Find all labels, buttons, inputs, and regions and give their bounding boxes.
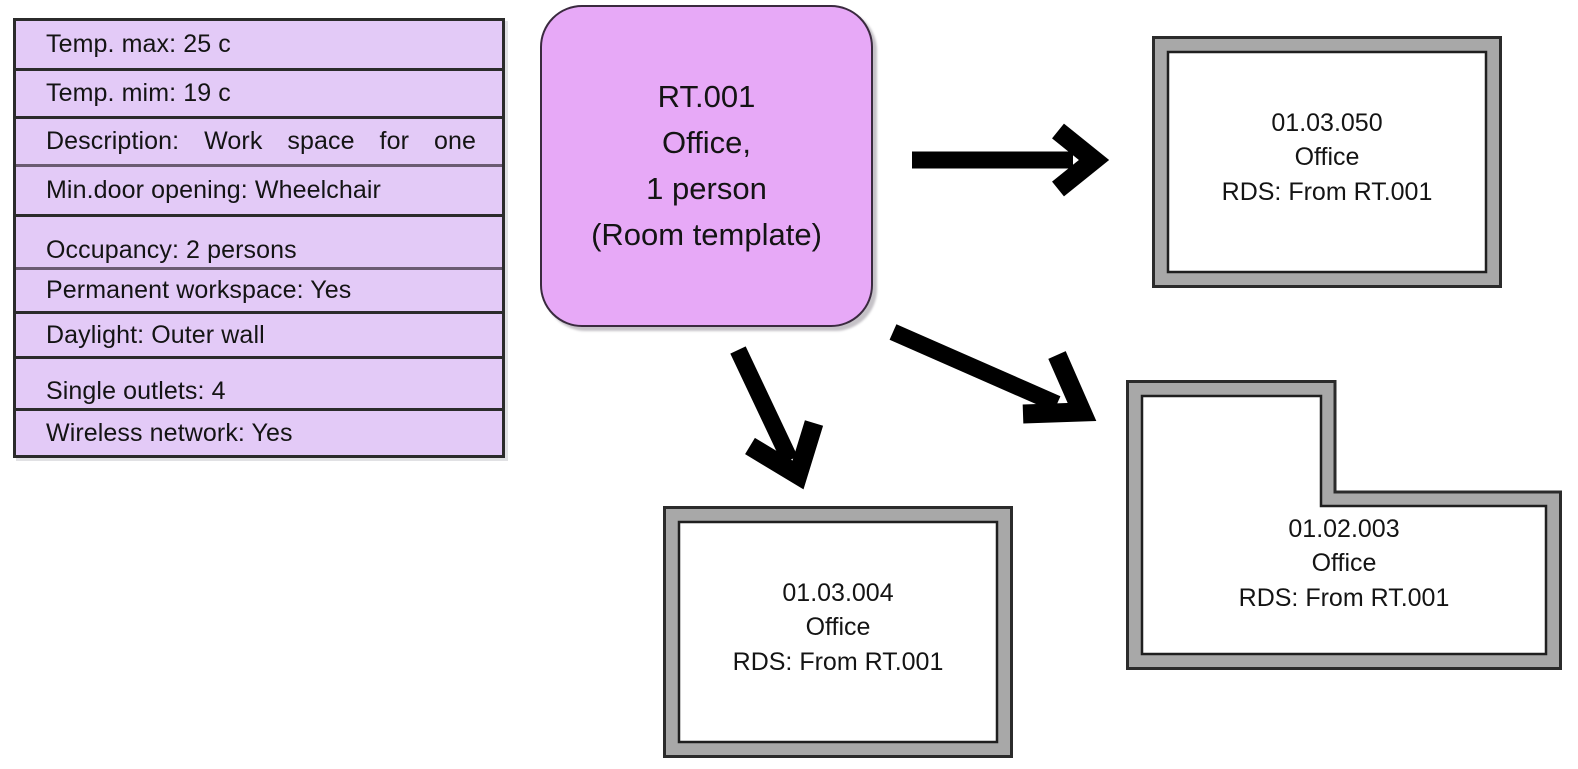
template-line-id: RT.001 (657, 79, 756, 115)
property-row-temp-max: Temp. max: 25 c (16, 21, 502, 71)
room-01-03-004[interactable]: 01.03.004 Office RDS: From RT.001 (663, 506, 1013, 758)
arrow-down-right-icon (889, 324, 1061, 412)
property-row-description: Description: Work space for one (16, 119, 502, 167)
arrow-down-icon (730, 346, 798, 464)
room-interior (1166, 50, 1488, 274)
property-row-min-door-opening: Min.door opening: Wheelchair (16, 167, 502, 217)
property-label: Single outlets: 4 (46, 377, 226, 405)
property-row-occupancy: Occupancy: 2 persons (16, 217, 502, 270)
template-line-kind: (Room template) (591, 216, 822, 252)
property-row-permanent-workspace: Permanent workspace: Yes (16, 270, 502, 314)
property-label: Temp. mim: 19 c (46, 79, 231, 107)
room-template-property-table: Temp. max: 25 c Temp. mim: 19 c Descript… (13, 18, 505, 458)
property-label: Description: Work space for one (46, 127, 476, 155)
arrow-to-01-02-003 (885, 322, 1100, 432)
room-01-02-003[interactable]: 01.02.003 Office RDS: From RT.001 (1126, 380, 1562, 670)
room-template-box[interactable]: RT.001 Office, 1 person (Room template) (540, 5, 873, 327)
property-label: Min.door opening: Wheelchair (46, 176, 381, 204)
arrow-to-01-03-050 (908, 123, 1110, 197)
property-label: Permanent workspace: Yes (46, 276, 352, 304)
room-interior (677, 520, 999, 744)
room-interior (1140, 394, 1548, 656)
arrow-to-01-03-004 (728, 342, 833, 490)
template-line-capacity: 1 person (646, 171, 767, 206)
room-01-03-050[interactable]: 01.03.050 Office RDS: From RT.001 (1152, 36, 1502, 288)
property-label: Occupancy: 2 persons (46, 236, 297, 264)
property-row-wireless-network: Wireless network: Yes (16, 411, 502, 455)
property-row-temp-min: Temp. mim: 19 c (16, 71, 502, 119)
template-line-type: Office, (661, 125, 752, 161)
arrow-head (745, 420, 824, 490)
property-label: Temp. max: 25 c (46, 30, 231, 58)
property-row-daylight: Daylight: Outer wall (16, 314, 502, 359)
property-label: Daylight: Outer wall (46, 320, 265, 349)
arrow-head (1052, 123, 1110, 197)
property-label: Wireless network: Yes (46, 418, 293, 447)
arrow-head (1022, 351, 1097, 424)
property-row-single-outlets: Single outlets: 4 (16, 359, 502, 411)
